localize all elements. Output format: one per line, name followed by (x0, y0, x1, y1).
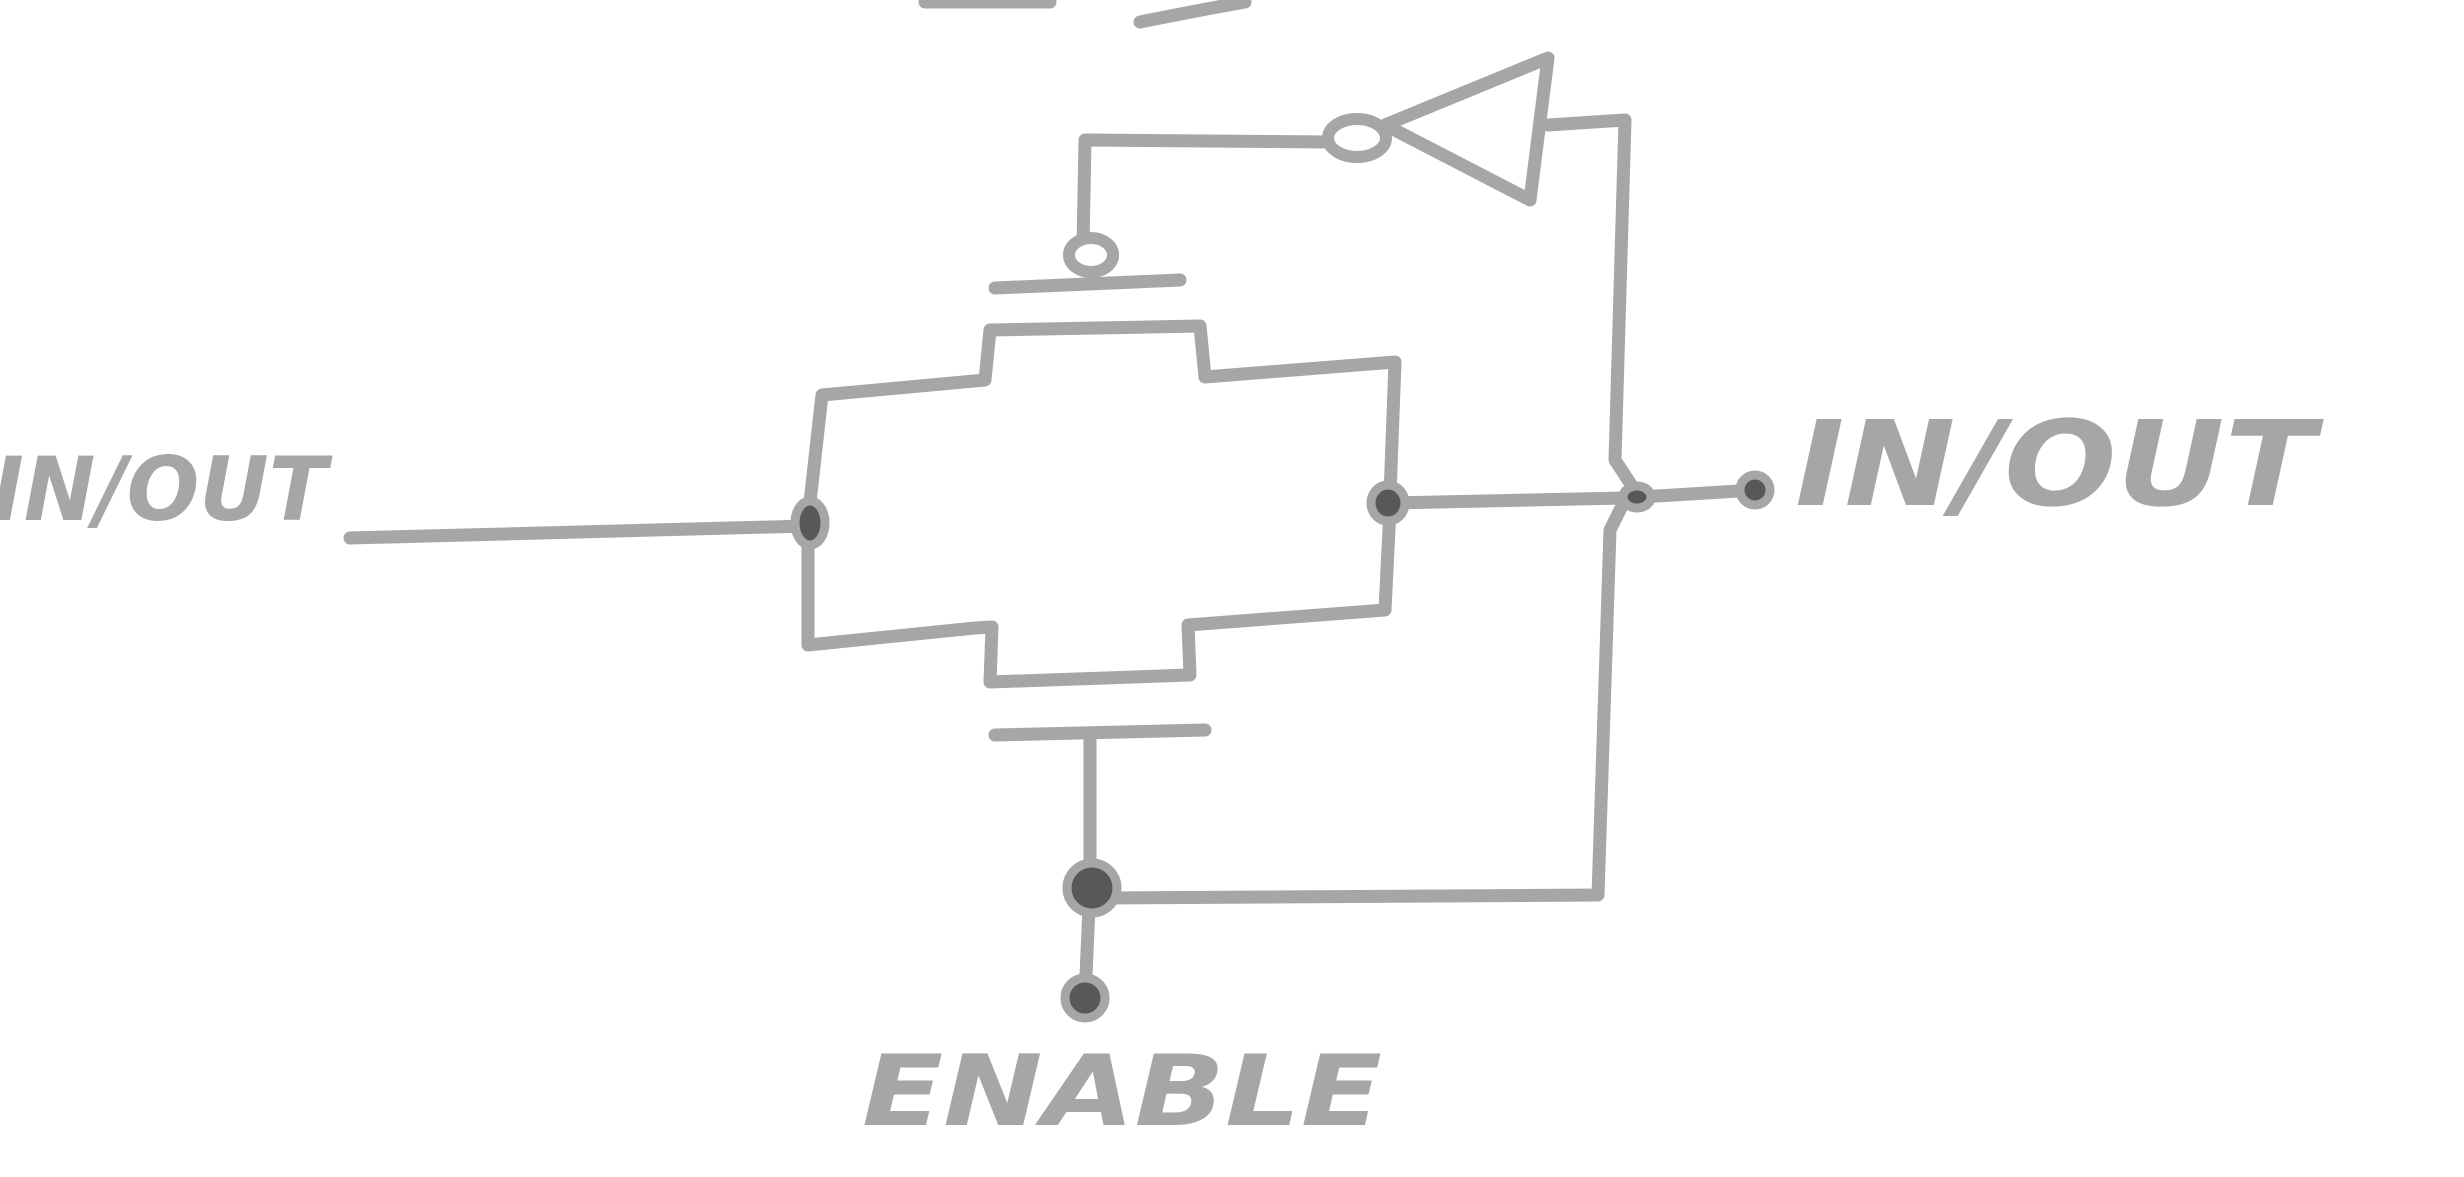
inverter-bubble (1322, 113, 1392, 163)
right-junction-node (1366, 480, 1410, 526)
enable-label: ENABLE (862, 1035, 1382, 1149)
pmos-gate-plate (988, 273, 1187, 295)
nmos-channel (801, 501, 1397, 689)
left-port-label: IN/OUT (0, 438, 333, 541)
right-terminal-node (1735, 470, 1775, 510)
left-input-wire (343, 519, 815, 545)
pmos-channel (801, 319, 1402, 527)
enable-junction-node (1062, 858, 1122, 918)
right-port-label: IN/OUT (1795, 395, 2325, 533)
pmos-gate-wire (1076, 133, 1337, 253)
left-junction-node (790, 496, 830, 550)
output-crossing-node (1618, 481, 1656, 513)
enable-terminal-node (1060, 973, 1110, 1023)
junction-nodes (790, 470, 1775, 1023)
nmos-gate-plate (988, 723, 1212, 742)
pmos-gate-bubble (1063, 232, 1119, 278)
top-edge-marks (918, 0, 1252, 29)
inverter-gate (1378, 51, 1555, 207)
right-output-wire (1385, 483, 1762, 510)
